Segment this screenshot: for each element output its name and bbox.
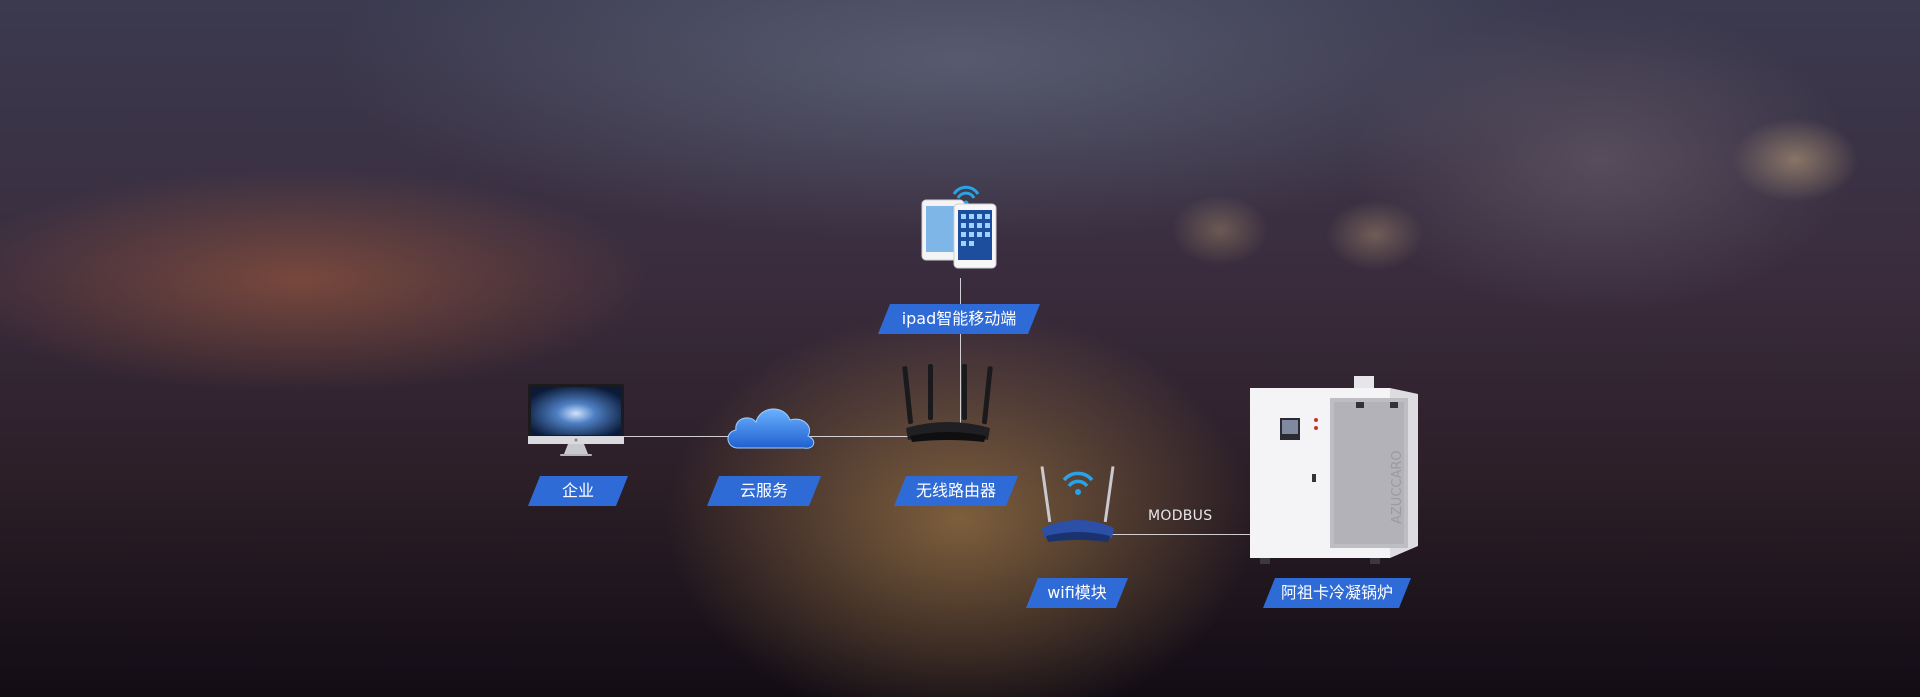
imac-icon <box>528 384 624 456</box>
label-wifi-module: wifi模块 <box>1026 578 1128 608</box>
label-router: 无线路由器 <box>894 476 1018 506</box>
boiler-brand-text: AZUCCARO <box>1390 450 1405 524</box>
wireless-router-icon <box>902 364 993 442</box>
wifi-icon <box>1062 471 1094 495</box>
wifi-module-icon <box>1040 466 1115 542</box>
label-cloud: 云服务 <box>707 476 821 506</box>
link-wifi-boiler <box>1110 534 1255 535</box>
link-ipad-router <box>960 278 961 438</box>
modbus-label: MODBUS <box>1148 508 1213 524</box>
boiler-icon: AZUCCARO <box>1250 376 1418 564</box>
label-ipad: ipad智能移动端 <box>878 304 1040 334</box>
ipad-icon <box>921 185 997 269</box>
label-boiler: 阿祖卡冷凝锅炉 <box>1263 578 1411 608</box>
label-enterprise: 企业 <box>528 476 628 506</box>
cloud-icon <box>727 408 815 449</box>
